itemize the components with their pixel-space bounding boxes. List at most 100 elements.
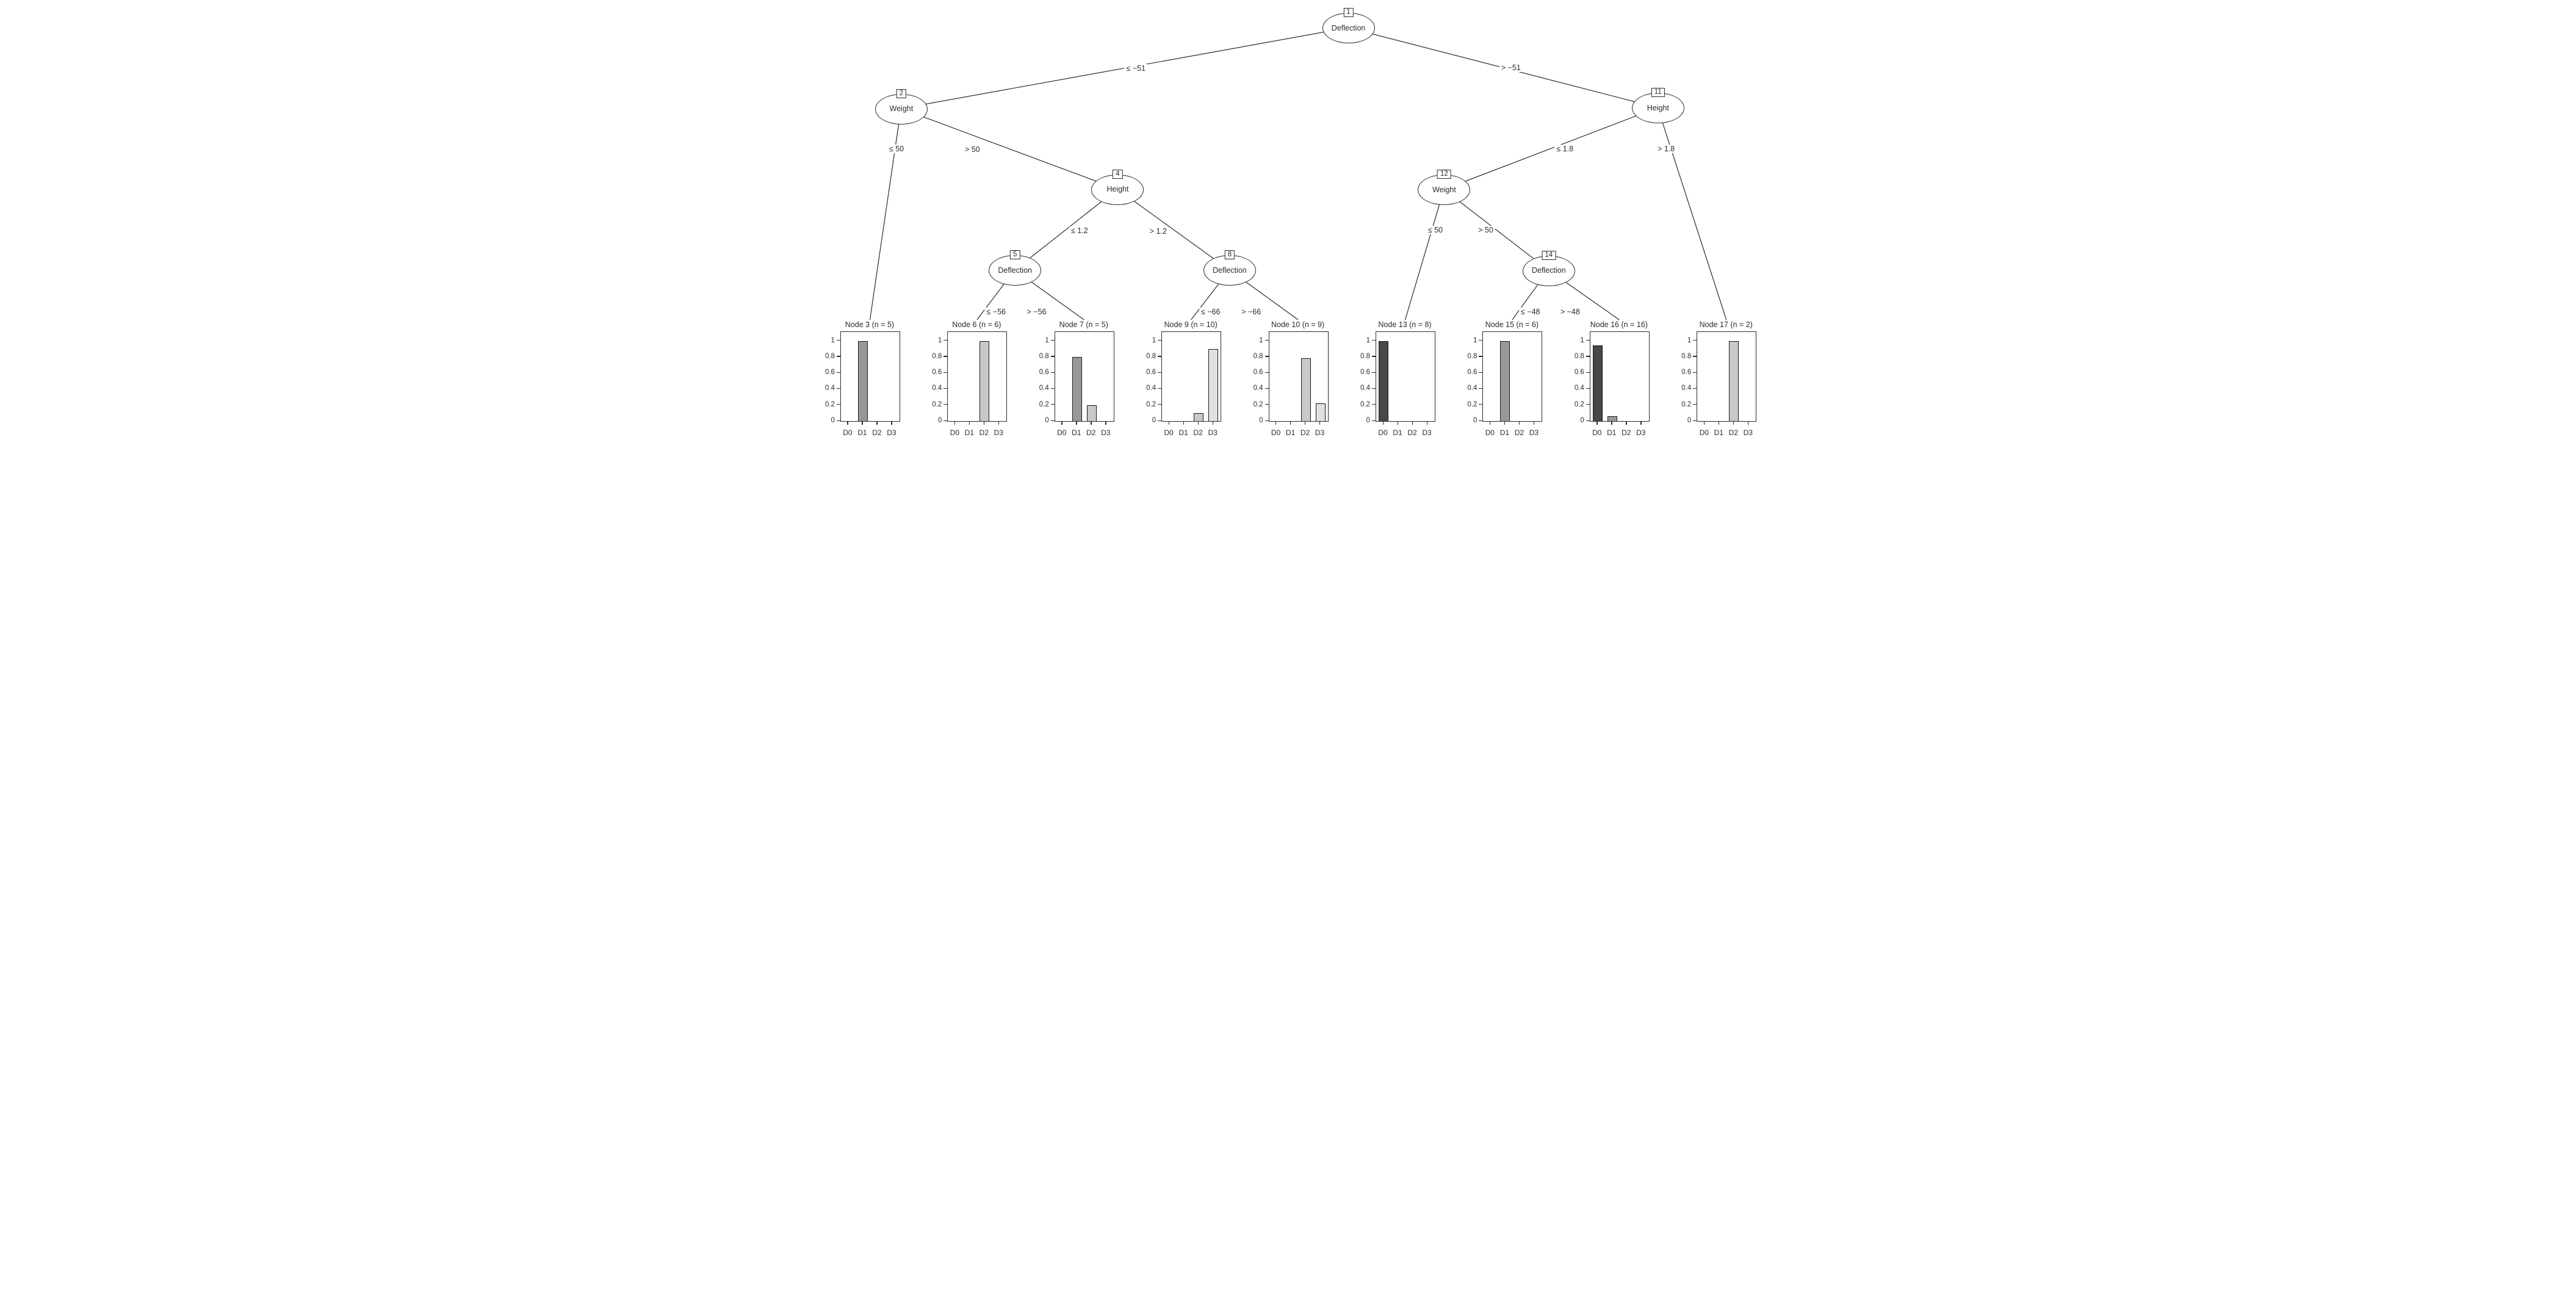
x-tick-mark [876,421,878,425]
y-tick-label: 0 [1152,417,1156,424]
terminal-node-title-15: Node 15 (n = 6) [1485,320,1539,329]
x-category-label-D3: D3 [1315,428,1325,437]
edge-line-4-5 [1014,189,1117,270]
edge-label-5-7: > −56 [1025,308,1048,317]
node-id-badge-14: 14 [1542,250,1556,260]
y-tick-mark [836,372,840,373]
x-tick-mark [969,421,970,425]
y-tick-label: 0.6 [1574,369,1584,377]
y-tick-label: 0.8 [1039,352,1049,360]
y-tick-label: 0.8 [932,352,942,360]
terminal-node-title-13: Node 13 (n = 8) [1378,320,1432,329]
node-id-badge-12: 12 [1437,170,1451,179]
y-tick-label: 0.2 [1039,400,1049,408]
bar-D2-node-6 [980,341,990,421]
x-category-label-D1: D1 [964,428,975,437]
x-category-label-D3: D3 [887,428,897,437]
y-tick-label: 1 [1473,336,1477,344]
x-tick-mark [954,421,956,425]
terminal-node-title-7: Node 7 (n = 5) [1059,320,1108,329]
y-tick-mark [1372,388,1376,389]
y-tick-mark [1693,372,1697,373]
decision-tree-plot: ≤ −51> −51≤ 50> 50≤ 1.8> 1.8≤ 1.2> 1.2≤ … [811,0,1765,482]
y-tick-label: 0.8 [1467,352,1477,360]
split-variable-label: Deflection [1331,23,1366,32]
y-tick-label: 0.4 [1146,384,1156,392]
x-category-label-D0: D0 [843,428,853,437]
edge-label-14-16: > −48 [1558,308,1582,317]
x-category-label-D3: D3 [994,428,1004,437]
x-tick-mark [1703,421,1705,425]
terminal-node-9-plot [1161,331,1222,422]
terminal-node-title-16: Node 16 (n = 16) [1590,320,1648,329]
terminal-node-10-plot [1268,331,1329,422]
x-category-label-D1: D1 [1178,428,1188,437]
y-tick-mark [1158,404,1162,405]
split-variable-label: Height [1106,185,1129,194]
bar-D2-node-9 [1194,413,1204,421]
y-tick-mark [1586,340,1590,341]
x-category-label-D3: D3 [1743,428,1753,437]
x-tick-mark [1733,421,1734,425]
x-category-label-D0: D0 [1699,428,1709,437]
x-tick-mark [1382,421,1384,425]
y-tick-mark [1479,340,1483,341]
x-tick-mark [1640,421,1642,425]
y-tick-label: 0 [1259,417,1263,424]
edge-label-8-10: > −66 [1239,308,1263,317]
edge-label-11-12: ≤ 1.8 [1554,145,1576,154]
y-tick-label: 0.2 [1360,400,1370,408]
bar-D2-node-17 [1729,341,1739,421]
x-tick-mark [1105,421,1106,425]
x-category-label-D1: D1 [1499,428,1510,437]
y-tick-label: 0.6 [1360,369,1370,377]
terminal-node-13-plot [1376,331,1435,422]
edge-label-2-3: ≤ 50 [887,145,906,154]
y-tick-label: 0.4 [932,384,942,392]
split-variable-label: Deflection [1531,266,1566,275]
y-tick-mark [1158,420,1162,421]
x-category-label-D1: D1 [1072,428,1081,437]
y-tick-mark [1050,388,1055,389]
edge-line-2-4 [900,108,1117,190]
edge-line-12-13 [1404,189,1444,320]
x-tick-mark [1290,421,1291,425]
y-tick-label: 0.8 [1574,352,1584,360]
edge-line-11-12 [1443,107,1658,190]
terminal-node-title-10: Node 10 (n = 9) [1271,320,1325,329]
bar-D1-node-16 [1607,416,1617,421]
split-variable-label: Deflection [998,265,1032,275]
x-tick-mark [1504,421,1506,425]
x-category-label-D3: D3 [1529,428,1539,437]
x-tick-mark [1412,421,1413,425]
edge-line-2-3 [869,108,901,320]
y-tick-label: 1 [1366,336,1370,344]
y-tick-label: 0.8 [1146,352,1156,360]
y-tick-label: 0 [1687,417,1692,424]
y-tick-label: 1 [1045,336,1049,344]
bar-D0-node-16 [1592,345,1603,421]
y-tick-mark [1479,420,1483,421]
x-tick-mark [1061,421,1063,425]
bar-D3-node-10 [1315,403,1326,421]
split-variable-label: Deflection [1213,265,1247,275]
y-tick-label: 0 [1473,417,1477,424]
y-tick-label: 0.6 [1039,369,1049,377]
x-tick-mark [998,421,1000,425]
y-tick-mark [1158,388,1162,389]
edge-label-8-9: ≤ −66 [1199,308,1222,317]
x-category-label-D0: D0 [950,428,960,437]
x-category-label-D0: D0 [1592,428,1602,437]
y-tick-mark [1586,372,1590,373]
x-category-label-D3: D3 [1208,428,1218,437]
node-id-badge-2: 2 [896,88,907,98]
terminal-node-3-plot [840,331,900,422]
y-tick-label: 0.2 [824,400,835,408]
bar-D3-node-9 [1208,348,1219,421]
y-tick-mark [836,340,840,341]
x-category-label-D3: D3 [1422,428,1432,437]
x-category-label-D1: D1 [1714,428,1723,437]
